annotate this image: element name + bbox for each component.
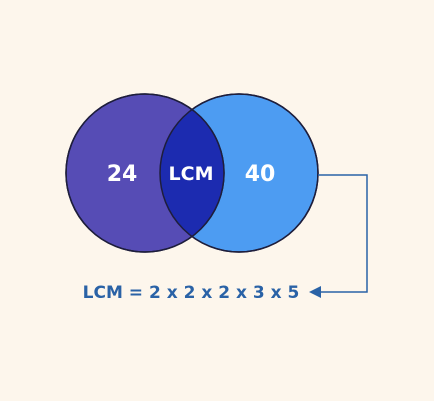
left-set-label: 24 bbox=[107, 162, 138, 187]
intersection-region bbox=[160, 94, 224, 252]
connector-line bbox=[318, 174, 368, 293]
arrow-head bbox=[309, 286, 321, 298]
right-set-outline bbox=[159, 93, 319, 253]
intersection-label: LCM bbox=[169, 163, 214, 185]
left-set-outline bbox=[65, 93, 225, 253]
right-set-label: 40 bbox=[245, 162, 276, 187]
lcm-formula: LCM = 2 x 2 x 2 x 3 x 5 bbox=[83, 283, 300, 303]
